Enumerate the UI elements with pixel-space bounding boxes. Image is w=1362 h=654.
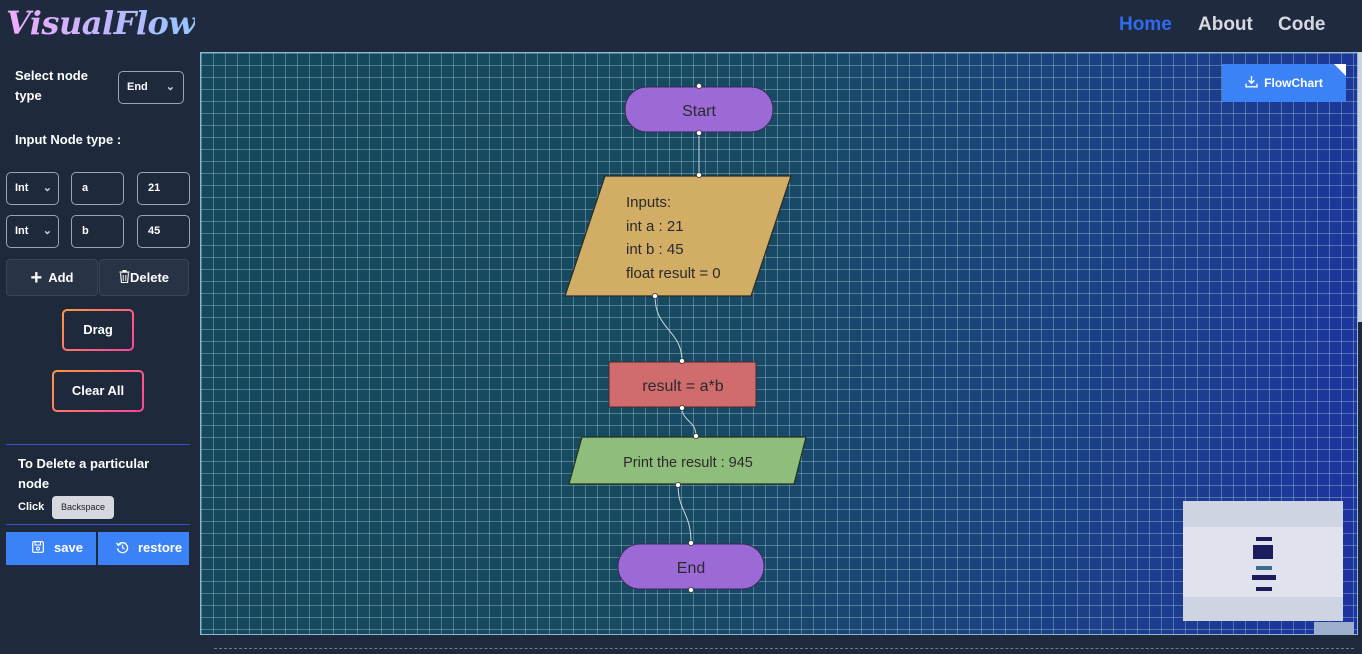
- minimap-node: [1256, 587, 1272, 591]
- minimap-node: [1256, 537, 1272, 541]
- clear-all-button[interactable]: Clear All: [52, 370, 144, 412]
- vertical-scrollbar-thumb[interactable]: [1358, 52, 1362, 322]
- input-value-field-b[interactable]: 45: [137, 215, 190, 248]
- save-icon: [32, 541, 44, 553]
- handle[interactable]: [675, 481, 682, 488]
- node-type-value: End: [127, 81, 148, 93]
- input-line: int a : 21: [626, 218, 684, 235]
- handle[interactable]: [693, 432, 700, 439]
- click-label: Click: [18, 501, 45, 513]
- logo[interactable]: VisualFlow: [6, 4, 196, 42]
- input-line: float result = 0: [626, 265, 721, 282]
- input-type-value: Int: [15, 182, 29, 194]
- end-node-label: End: [677, 560, 705, 577]
- minimap-scroll: [1314, 622, 1354, 634]
- drag-button[interactable]: Drag: [62, 309, 134, 351]
- handle[interactable]: [679, 404, 686, 411]
- node-type-select[interactable]: End ⌄: [118, 71, 184, 104]
- process-node[interactable]: result = a*b: [608, 361, 757, 408]
- nav-home[interactable]: Home: [1119, 14, 1172, 35]
- handle[interactable]: [679, 357, 686, 364]
- flow-canvas[interactable]: [200, 52, 1358, 635]
- sidebar: Select node type End ⌄ Input Node type :…: [0, 52, 200, 654]
- edge-process-output: [681, 406, 697, 437]
- handle[interactable]: [688, 587, 695, 594]
- minimap[interactable]: [1183, 501, 1343, 621]
- nav-about[interactable]: About: [1198, 14, 1253, 35]
- add-label: Add: [48, 270, 74, 285]
- delete-button[interactable]: Delete: [99, 259, 189, 296]
- restore-icon: [116, 542, 129, 554]
- chevron-down-icon: ⌄: [165, 81, 175, 93]
- handle[interactable]: [696, 129, 703, 136]
- scroll-track: [214, 648, 1354, 650]
- divider: [6, 444, 190, 445]
- header: VisualFlow Home About Code: [0, 0, 1362, 52]
- process-node-label: result = a*b: [642, 378, 723, 395]
- backspace-key: Backspace: [52, 496, 114, 519]
- input-line: Inputs:: [626, 194, 671, 211]
- handle[interactable]: [688, 540, 695, 547]
- corner-fold: [1334, 64, 1346, 76]
- handle[interactable]: [696, 171, 703, 178]
- minimap-node: [1252, 575, 1276, 580]
- handle[interactable]: [652, 292, 659, 299]
- input-name-field-b[interactable]: b: [71, 215, 124, 248]
- chevron-down-icon: ⌄: [42, 225, 52, 237]
- delete-label: Delete: [129, 270, 170, 285]
- output-node[interactable]: Print the result : 945: [568, 436, 807, 485]
- output-node-label: Print the result : 945: [623, 455, 753, 471]
- node-handles: [652, 83, 703, 594]
- start-node-label: Start: [682, 103, 716, 120]
- minimap-node: [1256, 566, 1272, 570]
- input-name-field-a[interactable]: a: [71, 172, 124, 205]
- minimap-node: [1253, 545, 1273, 559]
- divider: [6, 524, 190, 525]
- add-button[interactable]: + Add: [6, 259, 98, 296]
- vertical-scrollbar-track[interactable]: [1358, 52, 1362, 654]
- canvas-footer: [200, 635, 1358, 654]
- input-type-select-b[interactable]: Int ⌄: [6, 215, 59, 248]
- nav-code[interactable]: Code: [1278, 14, 1326, 35]
- input-line: int b : 45: [626, 241, 684, 258]
- start-node[interactable]: Start: [624, 86, 774, 133]
- select-node-type-label: Select node type: [15, 68, 88, 103]
- plus-icon: +: [30, 267, 43, 289]
- input-type-select-a[interactable]: Int ⌄: [6, 172, 59, 205]
- restore-label: restore: [138, 540, 183, 555]
- restore-button[interactable]: restore: [98, 532, 189, 565]
- chevron-down-icon: ⌄: [42, 182, 52, 194]
- trash-icon: [119, 270, 130, 284]
- end-node[interactable]: End: [617, 543, 765, 590]
- input-type-value: Int: [15, 225, 29, 237]
- download-icon: [1245, 76, 1258, 88]
- input-value-field-a[interactable]: 21: [137, 172, 190, 205]
- input-node[interactable]: Inputs: int a : 21 int b : 45 float resu…: [564, 175, 792, 297]
- input-node-type-label: Input Node type :: [15, 132, 122, 147]
- delete-hint-title: To Delete a particular node: [18, 456, 150, 491]
- save-button[interactable]: save: [6, 532, 96, 565]
- handle[interactable]: [696, 83, 703, 90]
- download-flowchart-label: FlowChart: [1264, 76, 1323, 90]
- edge-output-end: [677, 483, 692, 544]
- edge-inputs-process: [654, 295, 683, 362]
- save-label: save: [54, 540, 83, 555]
- download-flowchart-button[interactable]: FlowChart: [1222, 64, 1346, 102]
